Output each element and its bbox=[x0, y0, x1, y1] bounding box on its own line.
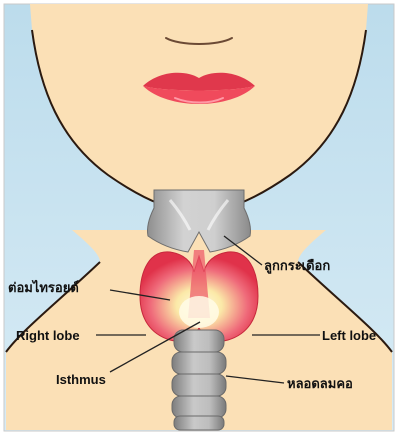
trachea bbox=[172, 330, 226, 430]
label-thyroid-gland: ต่อมไทรอยด์ bbox=[8, 280, 79, 295]
label-isthmus: Isthmus bbox=[56, 372, 106, 387]
label-trachea: หลอดลมคอ bbox=[287, 376, 353, 391]
thyroid-gland bbox=[140, 250, 258, 341]
label-adams-apple: ลูกกระเดือก bbox=[264, 258, 330, 273]
label-right-lobe: Right lobe bbox=[16, 328, 80, 343]
label-left-lobe: Left lobe bbox=[322, 328, 376, 343]
